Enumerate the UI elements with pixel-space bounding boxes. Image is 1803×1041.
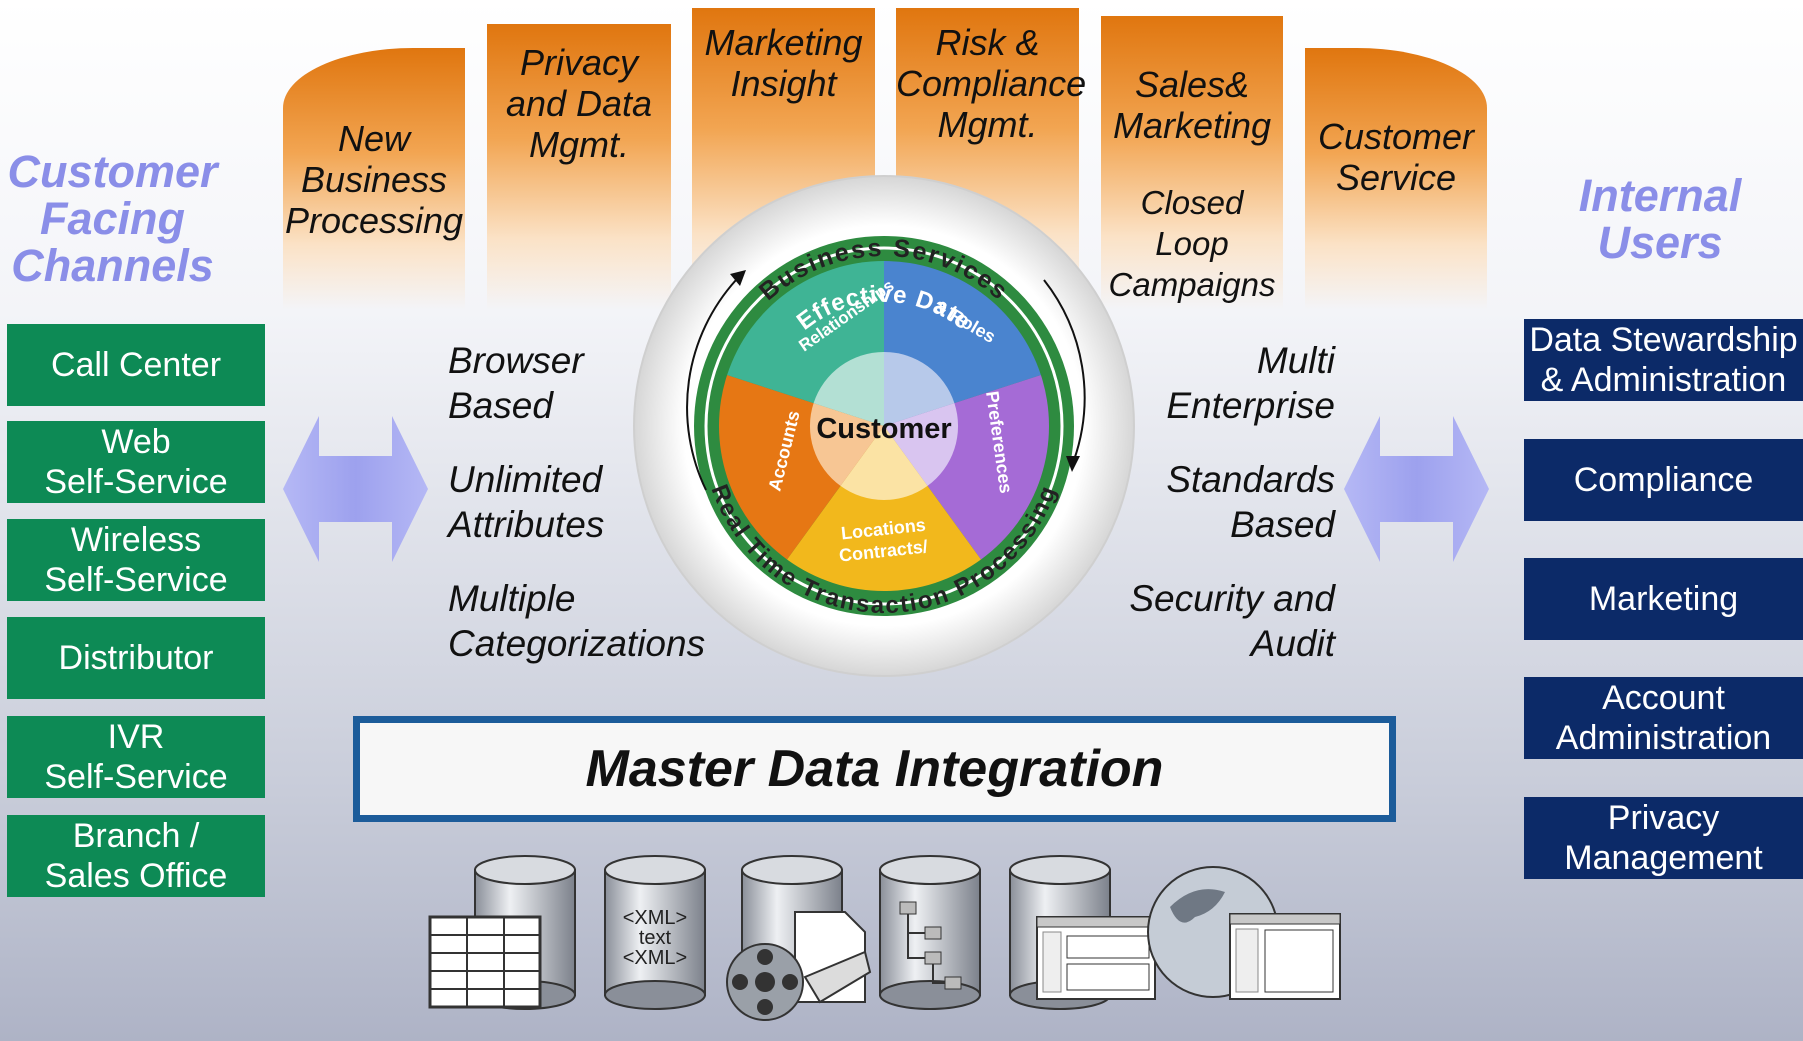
application-database-icon	[1009, 855, 1156, 1010]
feature-unlimited-attributes: Unlimited Attributes	[448, 459, 605, 545]
internal-users-heading: Internal Users	[1578, 170, 1742, 268]
data-sources: <XML> text <XML>	[428, 855, 1341, 1021]
tab-label: New Business Processing	[284, 118, 464, 241]
tab-customer-service[interactable]: Customer Service	[1305, 48, 1487, 310]
feature-multiple-categorizations: Multiple Categorizations	[448, 578, 706, 664]
customer-facing-channels-heading: Customer Facing Channels	[7, 146, 218, 291]
feature-multi-enterprise: Multi Enterprise	[1166, 340, 1335, 426]
channel-branch-sales-office[interactable]: Branch / Sales Office	[7, 815, 265, 897]
tab-sublabel: Closed Loop Campaigns	[1108, 184, 1276, 303]
user-privacy-management[interactable]: Privacy Management	[1524, 797, 1803, 879]
user-data-stewardship[interactable]: Data Stewardship & Administration	[1524, 319, 1803, 401]
channel-ivr-self-service[interactable]: IVR Self-Service	[7, 716, 265, 798]
xml-text: text	[639, 927, 672, 949]
user-account-administration[interactable]: Account Administration	[1524, 677, 1803, 759]
user-compliance[interactable]: Compliance	[1524, 439, 1803, 521]
channel-wireless-self-service[interactable]: Wireless Self-Service	[7, 519, 265, 601]
channel-web-self-service[interactable]: Web Self-Service	[7, 421, 265, 503]
tab-label: Sales& Marketing	[1112, 64, 1272, 146]
channel-distributor[interactable]: Distributor	[7, 617, 265, 699]
feature-security-audit: Security and Audit	[1129, 578, 1335, 664]
master-data-integration-title: Master Data Integration	[585, 740, 1164, 798]
table-database-icon	[428, 855, 576, 1010]
tab-label: Customer Service	[1317, 116, 1475, 198]
hierarchy-database-icon	[879, 855, 981, 1010]
xml-tag-bottom: <XML>	[623, 947, 687, 969]
master-data-integration-box: Master Data Integration	[353, 716, 1396, 822]
customer-hub-diagram: Business Services Real Time Transaction …	[633, 175, 1135, 677]
tab-label: Risk & Compliance Mgmt.	[896, 22, 1087, 145]
feature-browser-based: Browser Based	[448, 340, 584, 426]
tab-label: Marketing Insight	[704, 22, 863, 104]
tab-privacy-data-mgmt[interactable]: Privacy and Data Mgmt.	[487, 24, 671, 310]
right-double-arrow-icon	[1344, 416, 1489, 562]
customer-center-label: Customer	[816, 413, 951, 445]
xml-tag-top: <XML>	[623, 907, 687, 929]
xml-database-icon: <XML> text <XML>	[604, 855, 706, 1010]
tab-label: Privacy and Data Mgmt.	[505, 42, 653, 165]
channel-call-center[interactable]: Call Center	[7, 324, 265, 406]
web-globe-icon	[1147, 866, 1341, 1000]
feature-standards-based: Standards Based	[1166, 459, 1335, 545]
media-database-icon	[726, 855, 872, 1021]
tab-sales-marketing[interactable]: Sales& Marketing Closed Loop Campaigns	[1101, 16, 1283, 310]
user-marketing[interactable]: Marketing	[1524, 558, 1803, 640]
left-double-arrow-icon	[283, 416, 428, 562]
tab-new-business-processing[interactable]: New Business Processing	[283, 48, 465, 310]
